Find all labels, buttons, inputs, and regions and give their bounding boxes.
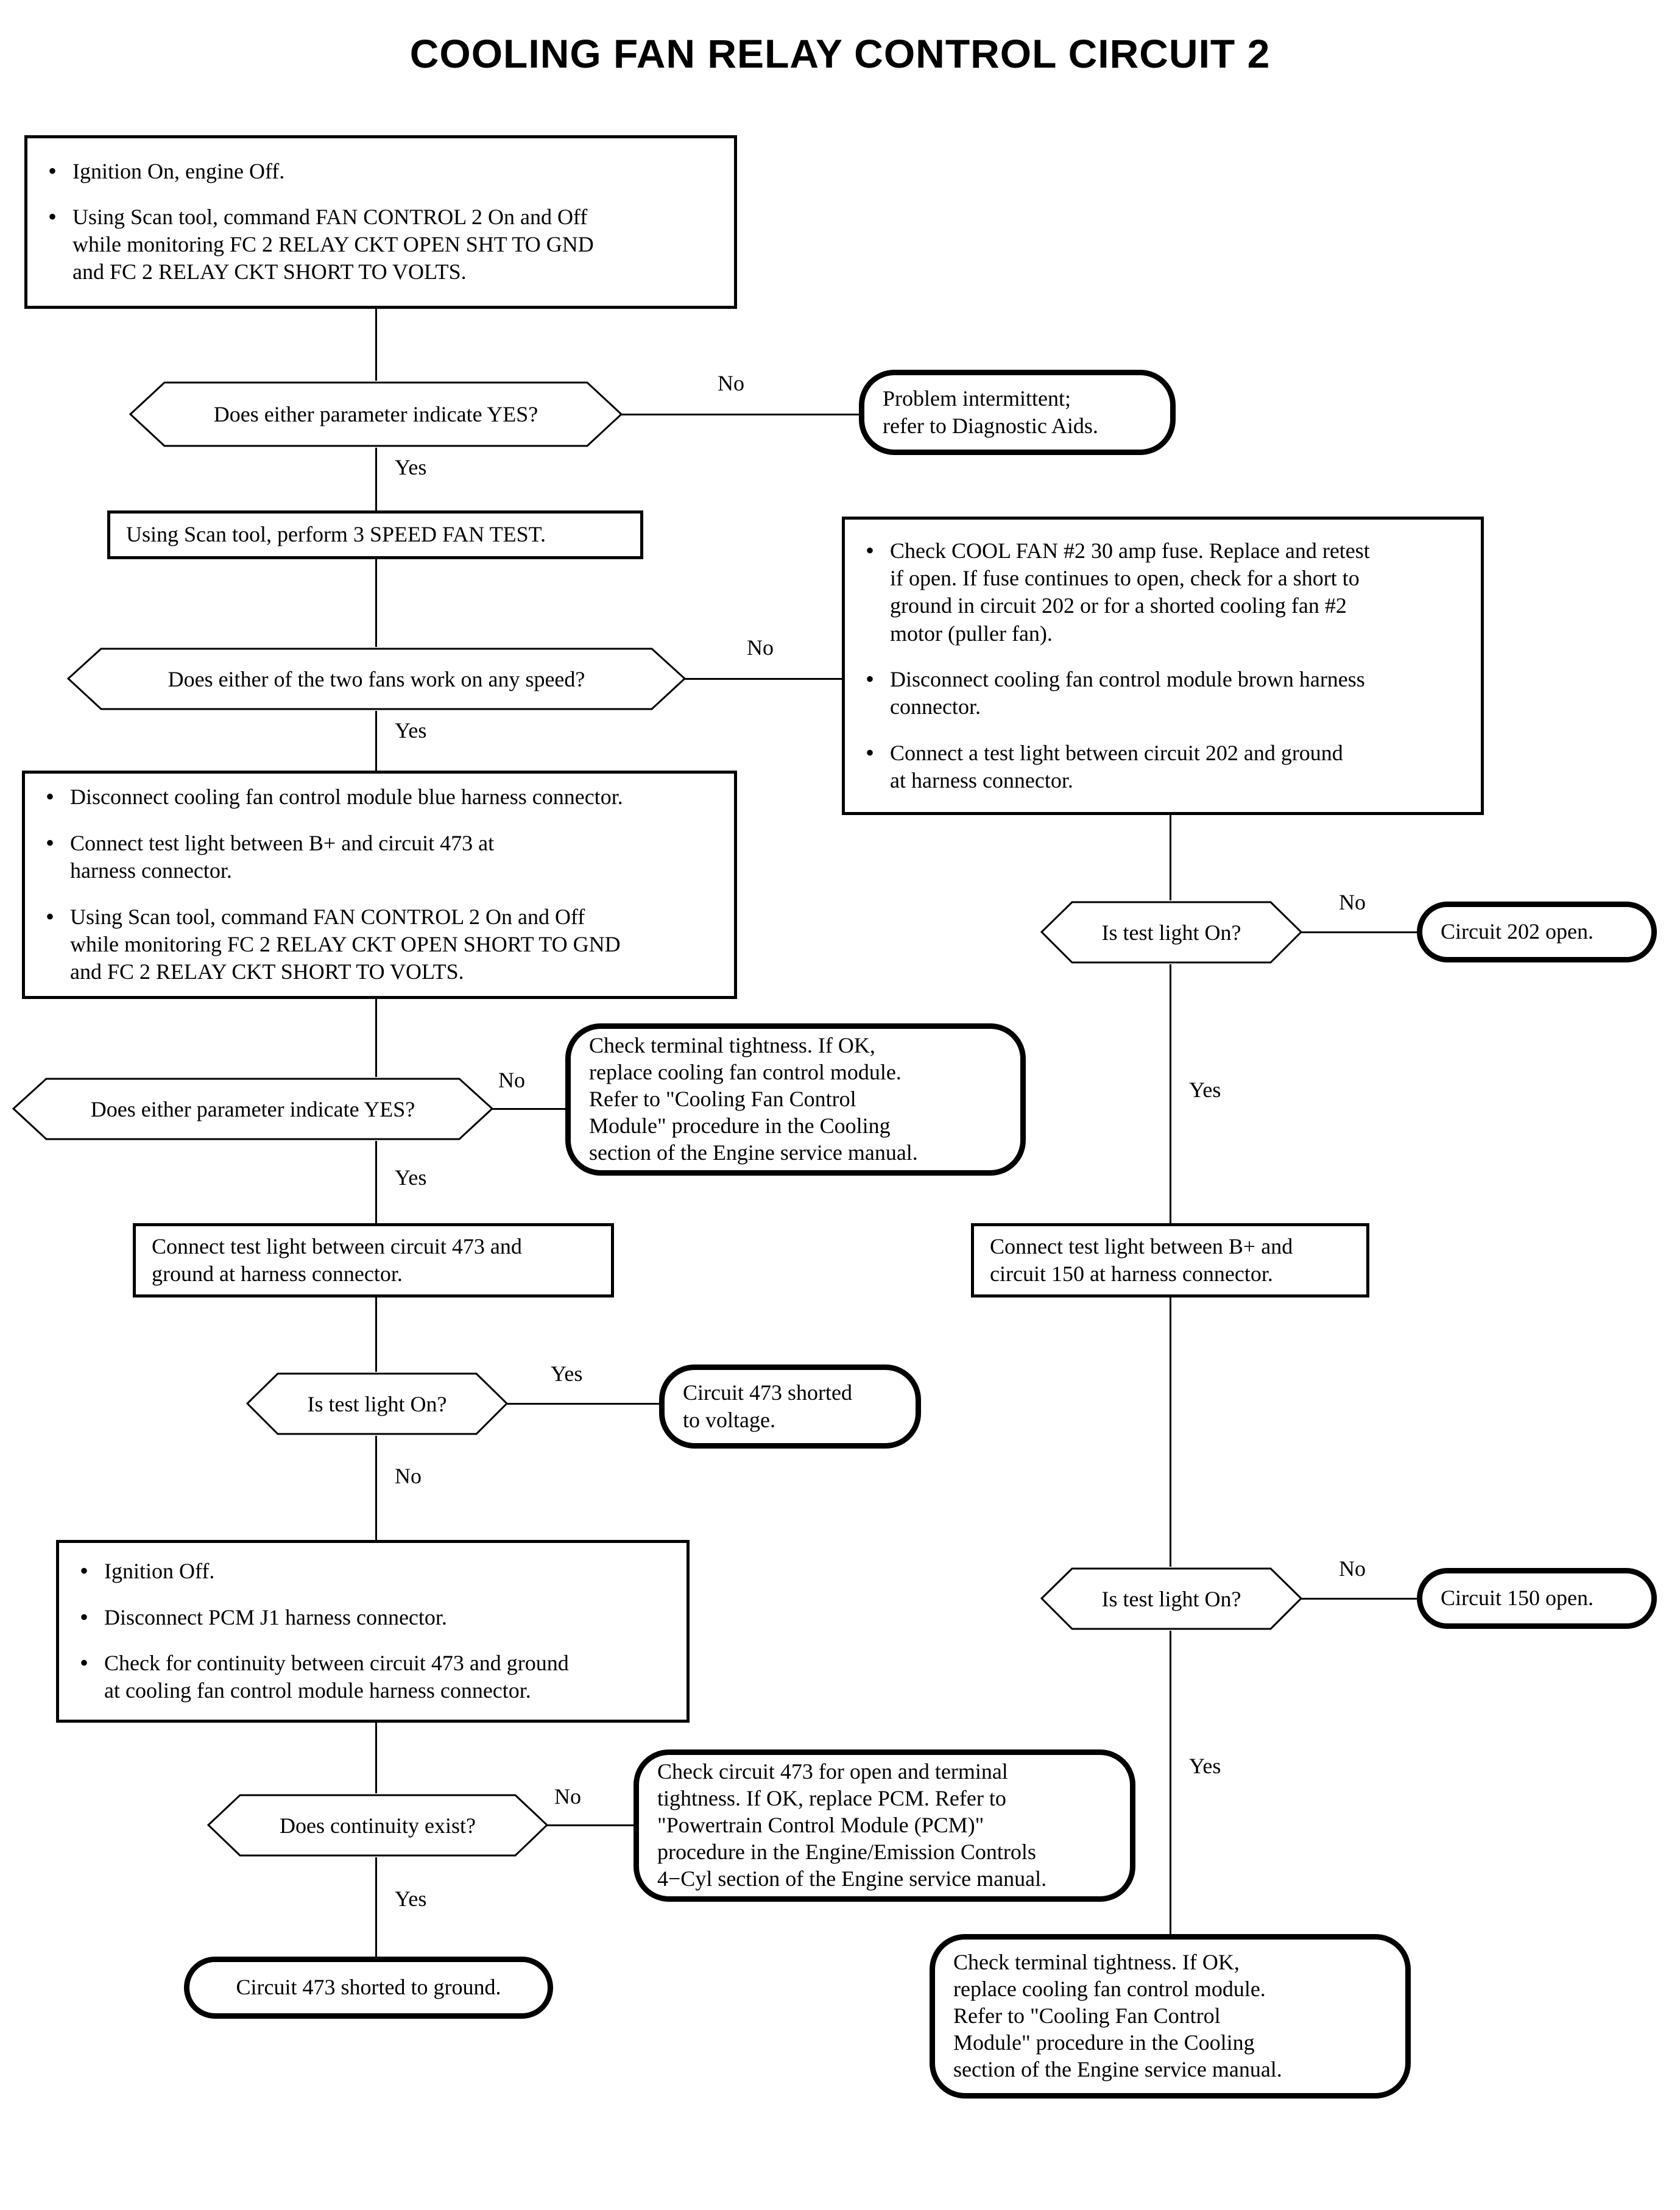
list-item: Disconnect PCM J1 harness connector. xyxy=(75,1603,671,1632)
connector-line xyxy=(1170,1631,1171,1934)
terminal-circuit-202-open: Circuit 202 open. xyxy=(1417,902,1657,962)
connector-line xyxy=(1301,931,1417,933)
terminal-problem-intermittent: Problem intermittent; refer to Diagnosti… xyxy=(859,370,1176,455)
edge-label-no: No xyxy=(395,1464,422,1488)
decision-label: Is test light On? xyxy=(1101,1586,1241,1611)
edge-label-no: No xyxy=(747,635,774,660)
step-blue-harness-box: Disconnect cooling fan control module bl… xyxy=(22,771,737,999)
terminal-circuit-150-open: Circuit 150 open. xyxy=(1417,1568,1657,1629)
connector-line xyxy=(375,1141,377,1232)
connector-line xyxy=(375,1857,377,1968)
connector-line xyxy=(375,1436,377,1545)
step-check-fuse-box: Check COOL FAN #2 30 amp fuse. Replace a… xyxy=(842,517,1484,815)
connector-line xyxy=(1170,1297,1171,1583)
list-item: Check for continuity between circuit 473… xyxy=(75,1648,671,1705)
decision-label: Does either parameter indicate YES? xyxy=(90,1096,415,1121)
decision-does-either-parameter-yes-1: Does either parameter indicate YES? xyxy=(129,381,623,448)
edge-label-yes: Yes xyxy=(1189,1754,1221,1778)
edge-label-yes: Yes xyxy=(395,1887,427,1911)
connector-line xyxy=(375,1297,377,1374)
connector-line xyxy=(685,678,843,680)
decision-label: Does either parameter indicate YES? xyxy=(213,402,538,426)
decision-label: Is test light On? xyxy=(307,1391,447,1416)
edge-label-no: No xyxy=(718,371,744,395)
list-item: Connect test light between B+ and circui… xyxy=(41,828,718,885)
list-item: Ignition Off. xyxy=(75,1556,671,1586)
connector-line xyxy=(375,999,377,1109)
connector-line xyxy=(1170,815,1171,919)
decision-is-test-light-on-202: Is test light On? xyxy=(1040,900,1302,964)
terminal-check-terminal-tightness-1: Check terminal tightness. If OK, replace… xyxy=(565,1023,1026,1176)
terminal-check-circuit-473-replace-pcm: Check circuit 473 for open and terminal … xyxy=(634,1749,1135,1902)
list-item: Disconnect cooling fan control module br… xyxy=(861,665,1465,721)
connector-line xyxy=(1170,964,1171,1232)
edge-label-no: No xyxy=(554,1784,581,1809)
connector-line xyxy=(492,1108,565,1110)
list-item: Check COOL FAN #2 30 amp fuse. Replace a… xyxy=(861,536,1465,648)
connector-line xyxy=(375,448,377,515)
connector-line xyxy=(375,309,377,382)
list-item: Using Scan tool, command FAN CONTROL 2 O… xyxy=(43,202,718,286)
connector-line xyxy=(375,1723,377,1796)
connector-line xyxy=(375,711,377,772)
step-ignition-off-box: Ignition Off. Disconnect PCM J1 harness … xyxy=(56,1540,690,1723)
edge-label-yes: Yes xyxy=(395,455,427,479)
decision-does-continuity-exist: Does continuity exist? xyxy=(207,1793,548,1857)
edge-label-yes: Yes xyxy=(395,1165,427,1190)
decision-label: Does either of the two fans work on any … xyxy=(168,666,585,691)
list-item: Disconnect cooling fan control module bl… xyxy=(41,782,718,811)
decision-do-fans-work-any-speed: Does either of the two fans work on any … xyxy=(67,647,686,711)
step-ignition-on-box: Ignition On, engine Off. Using Scan tool… xyxy=(24,135,737,309)
decision-label: Does continuity exist? xyxy=(280,1813,476,1838)
terminal-circuit-473-shorted-to-ground: Circuit 473 shorted to ground. xyxy=(184,1957,553,2019)
edge-label-no: No xyxy=(1339,890,1366,914)
step-test-light-150-box: Connect test light between B+ and circui… xyxy=(971,1223,1369,1297)
terminal-check-terminal-tightness-2: Check terminal tightness. If OK, replace… xyxy=(930,1934,1411,2099)
list-item: Using Scan tool, command FAN CONTROL 2 O… xyxy=(41,902,718,986)
edge-label-no: No xyxy=(1339,1556,1366,1581)
page-title: COOLING FAN RELAY CONTROL CIRCUIT 2 xyxy=(409,31,1271,76)
step-3-speed-fan-test-box: Using Scan tool, perform 3 SPEED FAN TES… xyxy=(107,510,643,559)
edge-label-yes: Yes xyxy=(395,718,427,743)
edge-label-yes: Yes xyxy=(551,1361,583,1386)
edge-label-no: No xyxy=(498,1068,525,1092)
connector-line xyxy=(507,1403,659,1405)
decision-is-test-light-on-473: Is test light On? xyxy=(246,1372,508,1436)
connector-line xyxy=(375,559,377,648)
connector-line xyxy=(621,414,859,415)
connector-line xyxy=(1301,1598,1417,1600)
list-item: Connect a test light between circuit 202… xyxy=(861,738,1465,795)
list-item: Ignition On, engine Off. xyxy=(43,157,718,186)
decision-label: Is test light On? xyxy=(1101,920,1241,945)
decision-does-either-parameter-yes-2: Does either parameter indicate YES? xyxy=(12,1077,493,1141)
decision-is-test-light-on-150: Is test light On? xyxy=(1040,1567,1302,1631)
connector-line xyxy=(547,1824,642,1826)
edge-label-yes: Yes xyxy=(1189,1078,1221,1102)
step-test-light-473-ground-box: Connect test light between circuit 473 a… xyxy=(133,1223,614,1297)
terminal-circuit-473-shorted-to-voltage: Circuit 473 shorted to voltage. xyxy=(659,1364,921,1449)
